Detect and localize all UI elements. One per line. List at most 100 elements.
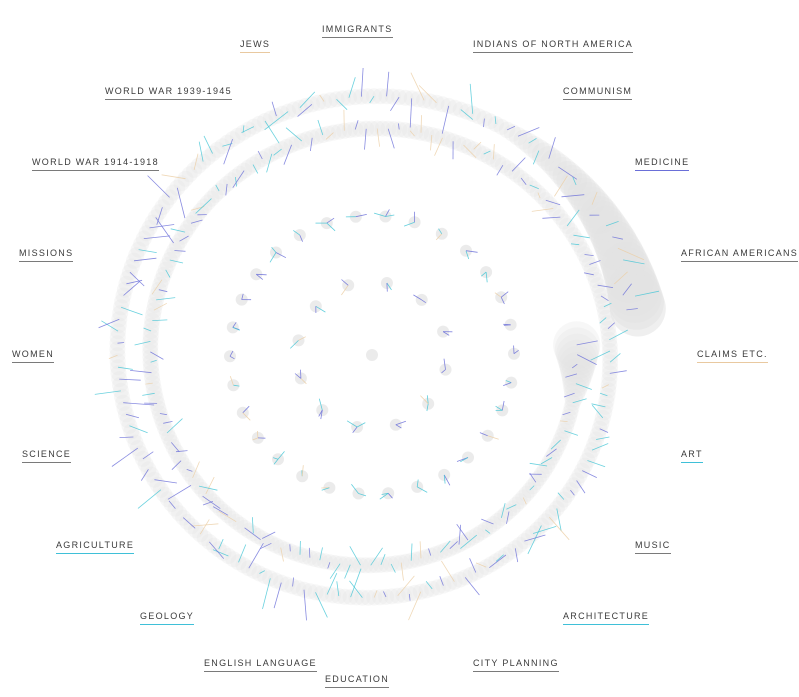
spike <box>425 580 433 590</box>
spike <box>94 390 121 395</box>
topic-underline <box>12 362 54 363</box>
topic-label: SCIENCE <box>22 449 72 459</box>
topic-world-war-1914-1918[interactable]: WORLD WAR 1914-1918 <box>32 156 159 171</box>
spike <box>572 398 587 404</box>
topic-city-planning[interactable]: CITY PLANNING <box>473 657 559 672</box>
spiral-dot <box>597 304 614 321</box>
spike <box>385 214 395 217</box>
spike <box>575 383 592 390</box>
spike <box>506 125 516 131</box>
spike <box>143 235 171 239</box>
spike <box>327 562 331 569</box>
spiral-dot <box>602 359 618 376</box>
spike <box>257 430 259 438</box>
spiral-dot <box>601 337 618 354</box>
spike <box>229 350 234 357</box>
spike <box>119 378 141 381</box>
spike <box>532 150 540 165</box>
spiral-dot <box>552 496 569 512</box>
spike <box>443 474 451 486</box>
spike <box>599 428 609 433</box>
topic-medicine[interactable]: MEDICINE <box>635 156 690 171</box>
spiral-dot <box>232 516 249 533</box>
spiral-dot <box>143 359 159 376</box>
topic-geology[interactable]: GEOLOGY <box>140 610 195 625</box>
spike <box>435 233 443 241</box>
spike <box>129 271 145 287</box>
spike <box>119 436 134 438</box>
spike <box>349 546 361 566</box>
spiral-dot <box>137 456 154 473</box>
spiral-dot <box>562 370 590 397</box>
spike <box>98 318 120 329</box>
spiral-dot <box>557 339 597 380</box>
spiral-dot <box>194 482 211 498</box>
spike <box>417 486 428 493</box>
spiral-dot <box>110 365 127 382</box>
spike <box>166 418 183 434</box>
spiral-dot <box>240 560 257 577</box>
spike <box>409 130 415 137</box>
spike <box>440 540 451 553</box>
spiral-dot <box>159 256 176 273</box>
spike <box>607 322 615 329</box>
spike <box>557 492 565 500</box>
spike <box>143 327 152 332</box>
spike <box>336 581 340 597</box>
spiral-dot <box>434 96 451 113</box>
spiral-dot <box>513 129 534 150</box>
topic-art[interactable]: ART <box>681 448 703 463</box>
topic-world-war-1939-1945[interactable]: WORLD WAR 1939-1945 <box>105 85 232 100</box>
spiral-dot <box>388 555 405 572</box>
spike <box>397 575 415 596</box>
spike <box>443 358 446 370</box>
spike <box>350 568 362 598</box>
spiral-dot <box>208 497 225 513</box>
topic-science[interactable]: SCIENCE <box>22 448 72 463</box>
topic-architecture[interactable]: ARCHITECTURE <box>563 610 650 625</box>
spike <box>500 297 505 305</box>
spiral-dot <box>190 157 207 174</box>
spike <box>133 257 157 262</box>
spike <box>527 525 542 555</box>
topic-women[interactable]: WOMEN <box>12 348 54 363</box>
topic-music[interactable]: MUSIC <box>635 539 671 554</box>
spike <box>545 199 561 206</box>
spike <box>443 474 446 484</box>
topic-jews[interactable]: JEWS <box>240 38 271 53</box>
spike <box>597 284 614 288</box>
topic-agriculture[interactable]: AGRICULTURE <box>56 539 135 554</box>
topic-claims-etc[interactable]: CLAIMS ETC. <box>697 348 768 363</box>
topic-english-language[interactable]: ENGLISH LANGUAGE <box>204 657 317 672</box>
spiral-dot <box>473 561 489 578</box>
spiral-dot <box>164 247 181 264</box>
spike-marks <box>94 67 660 621</box>
spike <box>171 460 182 470</box>
topic-education[interactable]: EDUCATION <box>325 673 390 688</box>
spike <box>348 77 356 98</box>
topic-indians-of-north-america[interactable]: INDIANS OF NORTH AMERICA <box>473 38 634 53</box>
spiral-dot <box>235 557 252 574</box>
spiral-dot <box>118 275 135 292</box>
topic-african-americans[interactable]: AFRICAN AMERICANS <box>681 247 799 262</box>
spike <box>587 460 606 468</box>
topic-label: CLAIMS ETC. <box>697 349 768 359</box>
topic-missions[interactable]: MISSIONS <box>19 247 74 262</box>
topic-underline <box>140 624 195 625</box>
spike <box>277 451 285 460</box>
topic-communism[interactable]: COMMUNISM <box>563 85 633 100</box>
spike <box>511 157 526 172</box>
spike <box>356 422 366 428</box>
topic-immigrants[interactable]: IMMIGRANTS <box>322 23 393 38</box>
spiral-dot <box>573 241 590 258</box>
spike <box>387 128 395 149</box>
spike <box>449 541 458 549</box>
spiral-dot <box>517 173 534 190</box>
spike <box>441 105 450 134</box>
spike <box>232 322 237 328</box>
spiral-dot <box>301 583 318 600</box>
spike <box>205 476 215 495</box>
spiral-dot <box>150 400 167 417</box>
spike <box>176 187 186 219</box>
spike <box>193 153 199 170</box>
